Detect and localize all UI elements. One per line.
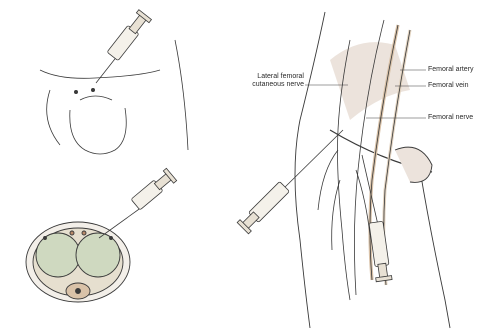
thigh-right-outline — [175, 40, 188, 150]
syringe-top — [96, 10, 151, 83]
thigh-left-outline — [47, 90, 60, 145]
needle-top — [96, 55, 118, 83]
urethra — [76, 289, 81, 294]
corpus-cavernosum-right — [76, 233, 120, 277]
label-femoral-vein: Femoral vein — [428, 82, 468, 90]
syringe-rf-thumb — [376, 276, 392, 282]
dorsal-vessel-1 — [70, 231, 74, 235]
injection-point-left — [74, 90, 77, 93]
syringe-bottom-left — [99, 168, 177, 238]
penile-cross-section — [26, 222, 130, 302]
groin-outline — [40, 70, 160, 78]
label-lateral-femoral-cutaneous-nerve: Lateral femoral cutaneous nerve — [222, 73, 304, 89]
injection-point-right — [91, 88, 94, 91]
corpus-cavernosum-left — [36, 233, 80, 277]
syringe-right-lateral — [237, 130, 343, 234]
pubic-outline — [395, 147, 432, 182]
dorsal-vessel-2 — [82, 231, 86, 235]
scrotum-outline — [70, 108, 126, 154]
dorsal-nerve-right — [110, 237, 113, 240]
label-lfcn-line1: Lateral femoral — [222, 73, 304, 81]
thigh-lateral-outline — [295, 12, 325, 328]
needle-bottom-left — [99, 207, 142, 238]
label-femoral-artery: Femoral artery — [428, 66, 474, 74]
needle-right-lateral — [282, 130, 343, 190]
dorsal-nerve-left — [44, 237, 47, 240]
penis-base-outline — [80, 96, 112, 100]
label-femoral-nerve: Femoral nerve — [428, 114, 473, 122]
label-lfcn-line2: cutaneous nerve — [222, 81, 304, 89]
thigh-medial-outline — [420, 170, 450, 328]
